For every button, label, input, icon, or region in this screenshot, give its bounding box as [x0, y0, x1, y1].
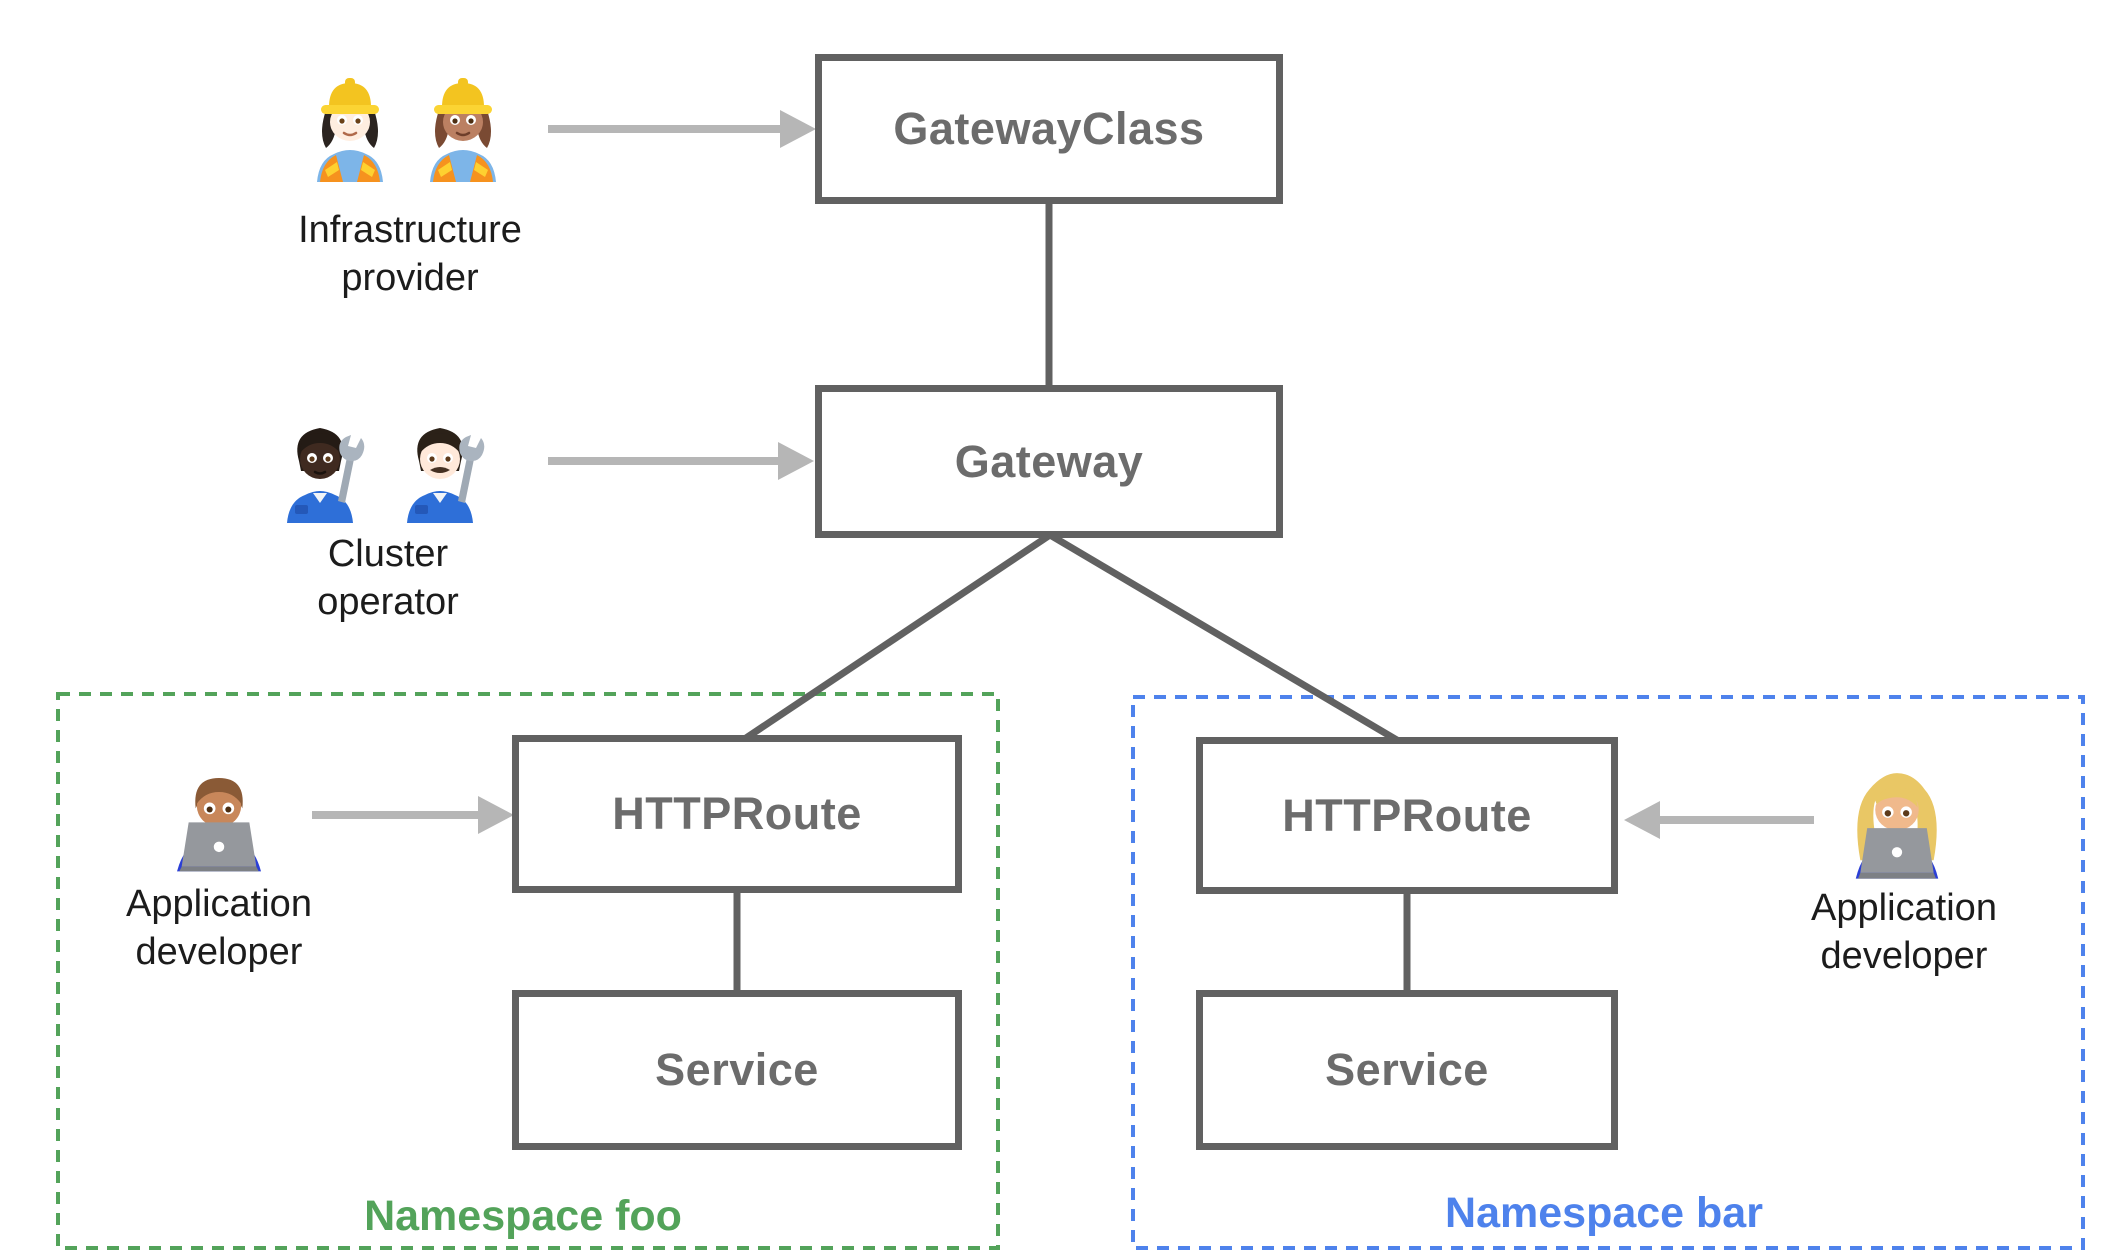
gatewayclass-box: GatewayClass	[815, 54, 1283, 204]
woman-technologist-icon	[1855, 773, 1939, 879]
application-developer-bar-label-line2: developer	[1820, 935, 1988, 977]
namespace-foo-label: Namespace foo	[364, 1192, 682, 1240]
application-developer-foo-label: Application developer	[19, 880, 419, 976]
arrow-app-developer-to-httproute-bar	[1624, 801, 1814, 839]
httproute-foo-box: HTTPRoute	[512, 735, 962, 893]
woman-construction-worker-medium-icon	[430, 78, 496, 182]
wrench-icon	[458, 435, 485, 503]
arrow-infrastructure-provider-to-gatewayclass	[548, 110, 816, 148]
mechanic-dark-skin-icon	[287, 428, 365, 523]
edge-gateway-httproute-bar	[1048, 531, 1409, 750]
cluster-operator-label-line1: Cluster	[327, 533, 449, 575]
edge-gateway-httproute-foo	[735, 532, 1052, 747]
cluster-operator-label-line2: operator	[317, 581, 459, 623]
man-mechanic-light-skin-icon	[407, 428, 485, 523]
application-developer-bar-label-line1: Application	[1811, 887, 1997, 929]
infrastructure-provider-label-line1: Infrastructure	[298, 209, 522, 251]
infrastructure-provider-label-line2: provider	[341, 257, 479, 299]
namespace-foo-boundary	[56, 692, 1000, 1250]
gateway-box: Gateway	[815, 385, 1283, 538]
arrow-cluster-operator-to-gateway	[548, 442, 814, 480]
man-technologist-icon	[177, 778, 261, 872]
httproute-bar-box: HTTPRoute	[1196, 737, 1618, 894]
arrow-app-developer-to-httproute-foo	[312, 796, 514, 834]
service-foo-box: Service	[512, 990, 962, 1150]
application-developer-bar-label: Application developer	[1704, 884, 2104, 980]
application-developer-foo-label-line2: developer	[135, 931, 303, 973]
namespace-bar-boundary	[1131, 695, 2085, 1250]
wrench-icon	[338, 435, 365, 503]
service-bar-box: Service	[1196, 990, 1618, 1150]
application-developer-foo-label-line1: Application	[126, 883, 312, 925]
infrastructure-provider-label: Infrastructure provider	[210, 206, 610, 302]
cluster-operator-label: Cluster operator	[188, 530, 588, 626]
woman-construction-worker-light-icon	[317, 78, 383, 182]
namespace-bar-label: Namespace bar	[1445, 1189, 1763, 1237]
